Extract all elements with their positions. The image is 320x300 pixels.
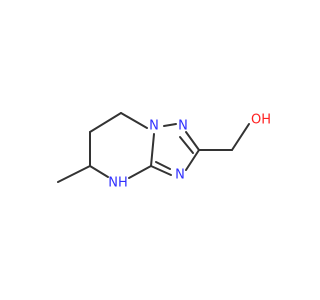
bond-c2-n3 — [185, 149, 200, 171]
atom-n2: N — [178, 119, 188, 134]
molecule-diagram: N N N NH OH — [57, 112, 271, 191]
atom-n3: N — [175, 168, 185, 183]
bond-nh-c8a — [128, 165, 152, 179]
bond-c6-c7 — [89, 112, 122, 133]
atom-n1: N — [149, 119, 159, 134]
bond-c7-n1 — [120, 112, 148, 129]
bond-n1-c8a — [150, 133, 155, 167]
atom-labels-group: N N N NH OH — [108, 113, 271, 191]
atom-nh: NH — [108, 176, 128, 191]
bond-n2-c2-b — [179, 136, 194, 154]
atom-oh: OH — [251, 113, 271, 128]
bond-ch2-oh — [231, 123, 250, 151]
bond-n1-n2 — [163, 123, 177, 127]
bond-ch3-c5 — [57, 165, 91, 183]
bond-n2-c2-a — [185, 131, 200, 151]
bond-n3-c8a-b — [155, 161, 171, 170]
bonds-group — [57, 112, 250, 183]
bond-c5-nh — [89, 165, 109, 178]
bond-n3-c8a-a — [150, 165, 172, 176]
chemical-structure-canvas: N N N NH OH — [57, 112, 272, 191]
